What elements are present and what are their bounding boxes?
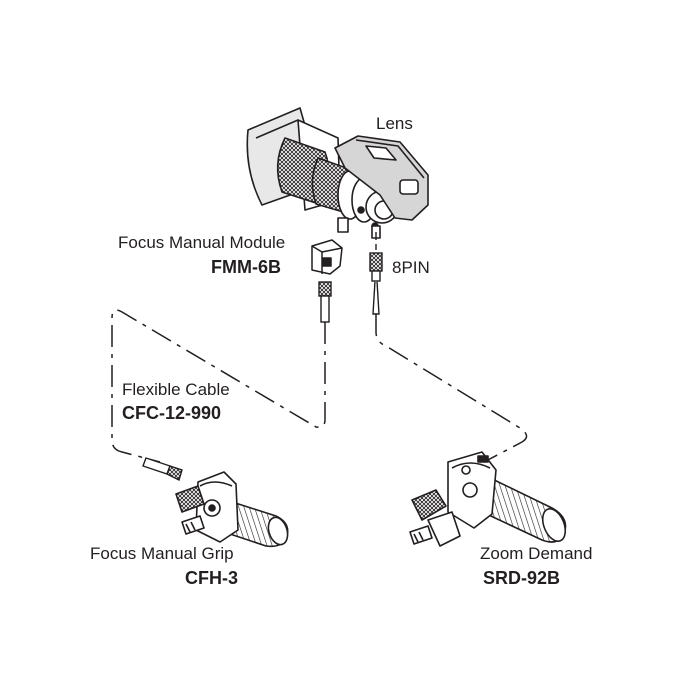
cfc-model-label: CFC-12-990	[122, 403, 222, 423]
fmm-model-label: FMM-6B	[211, 257, 281, 277]
flexible-cable	[111, 309, 326, 463]
zoom-cable	[375, 314, 528, 463]
zoom-rocker-knob	[411, 489, 447, 521]
zoom-clamp	[427, 511, 461, 547]
zoom-demand	[409, 451, 567, 547]
focus-manual-grip-label: Focus Manual Grip	[90, 544, 234, 563]
flexible-cable-label: Flexible Cable	[122, 380, 230, 399]
cfh-model-label: CFH-3	[185, 568, 238, 588]
lens-label: Lens	[376, 114, 413, 133]
lens-servo-body	[334, 135, 429, 221]
cable-end-plug	[142, 457, 183, 481]
grip-knob	[175, 485, 205, 513]
fmm-connector-plug	[318, 281, 332, 323]
focus-manual-module	[311, 239, 343, 275]
focus-manual-grip	[175, 471, 289, 548]
srd-model-label: SRD-92B	[483, 568, 561, 588]
8pin-label: 8PIN	[392, 258, 430, 277]
zoom-demand-label: Zoom Demand	[480, 544, 593, 563]
8pin-connector	[369, 232, 383, 315]
lens-illustration	[246, 107, 429, 239]
focus-manual-module-label: Focus Manual Module	[118, 233, 286, 252]
cable-lines	[111, 309, 528, 463]
